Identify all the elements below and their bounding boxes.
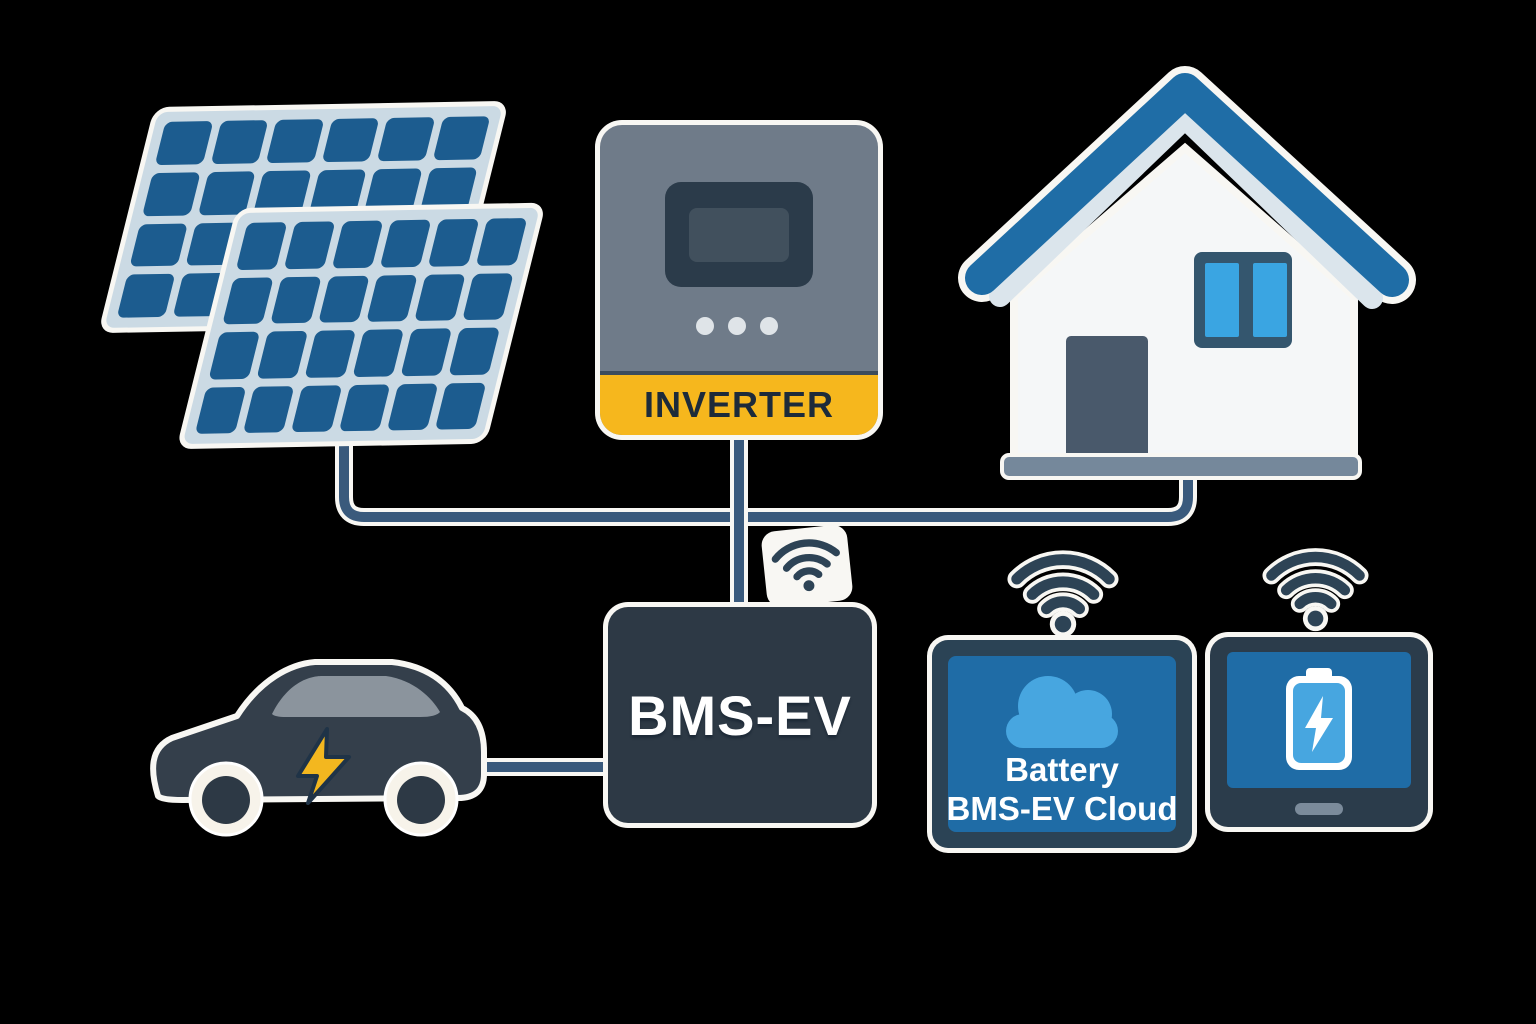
lightning-bolt-icon — [296, 727, 351, 805]
solar-cell — [197, 171, 256, 215]
solar-cell — [210, 120, 269, 164]
front-wheel-hub — [202, 776, 250, 824]
solar-cell — [376, 117, 435, 161]
solar-cell — [208, 331, 261, 380]
solar-cell — [194, 386, 247, 434]
battery-cloud-screen: Battery BMS-EV Cloud — [946, 656, 1178, 832]
cloud-label-line2: BMS-EV Cloud — [946, 790, 1178, 827]
cloud-label-line1: Battery — [1005, 751, 1119, 788]
solar-cell — [414, 273, 466, 321]
solar-cell — [256, 330, 309, 379]
indicator-dot — [696, 317, 714, 335]
house-door — [1066, 336, 1148, 462]
solar-cell — [432, 116, 491, 160]
solar-cell — [364, 168, 423, 212]
window-pane-right — [1253, 263, 1287, 337]
electric-car-icon — [150, 659, 487, 837]
solar-cell — [318, 275, 370, 323]
solar-cell — [270, 276, 322, 324]
roof-underlay — [989, 107, 1383, 309]
battery-charging-icon — [1286, 668, 1352, 770]
inverter-icon: INVERTER — [600, 125, 878, 435]
wire-bus-solar-inverter-house — [335, 436, 1197, 526]
inverter-label: INVERTER — [600, 371, 878, 435]
house-roof — [965, 73, 1409, 297]
solar-cell — [235, 222, 288, 270]
battery-cloud-panel: Battery BMS-EV Cloud — [932, 640, 1192, 848]
solar-cell — [222, 276, 274, 325]
lightning-bolt-icon — [1305, 696, 1333, 752]
indicator-dot — [760, 317, 778, 335]
house-base — [1000, 453, 1362, 480]
solar-cell — [386, 383, 439, 431]
solar-cell — [290, 384, 343, 433]
inverter-indicator-lights — [696, 317, 778, 335]
solar-cell — [448, 327, 501, 375]
inverter-display — [665, 182, 813, 287]
bms-ev-label: BMS-EV — [628, 683, 852, 747]
solar-cell — [283, 221, 336, 269]
cloud-icon — [1006, 676, 1118, 748]
wifi-icon — [1271, 557, 1359, 631]
solar-cell — [352, 329, 405, 377]
solar-cell — [116, 273, 175, 318]
solar-cell — [265, 119, 324, 163]
solar-cell — [434, 382, 487, 430]
solar-cell — [253, 170, 312, 214]
house-icon — [958, 66, 1416, 480]
solar-cell — [366, 274, 418, 322]
solar-cell — [154, 121, 213, 165]
solar-cell — [242, 385, 295, 433]
rear-wheel-hub — [397, 776, 445, 824]
solar-cell — [321, 118, 380, 162]
monitoring-tablet — [1210, 637, 1428, 827]
solar-cell — [462, 272, 514, 321]
solar-cell — [427, 218, 480, 267]
solar-panel-icon — [182, 207, 540, 445]
tablet-home-button — [1295, 803, 1343, 815]
solar-cell — [308, 169, 367, 213]
solar-cell — [304, 329, 357, 378]
bms-ev-unit: BMS-EV — [608, 607, 872, 823]
solar-cell — [331, 220, 384, 268]
solar-cell — [379, 219, 432, 268]
tablet-screen — [1227, 652, 1411, 788]
solar-cell — [129, 223, 188, 267]
window-pane-left — [1205, 263, 1239, 337]
car-window — [272, 676, 440, 717]
solar-cell — [338, 383, 391, 432]
solar-cell — [142, 172, 201, 216]
inverter-display-inner — [689, 208, 789, 262]
solar-cell — [475, 217, 528, 266]
wifi-icon — [1017, 560, 1109, 638]
solar-cell — [400, 328, 453, 376]
solar-cell — [419, 167, 478, 211]
indicator-dot — [728, 317, 746, 335]
